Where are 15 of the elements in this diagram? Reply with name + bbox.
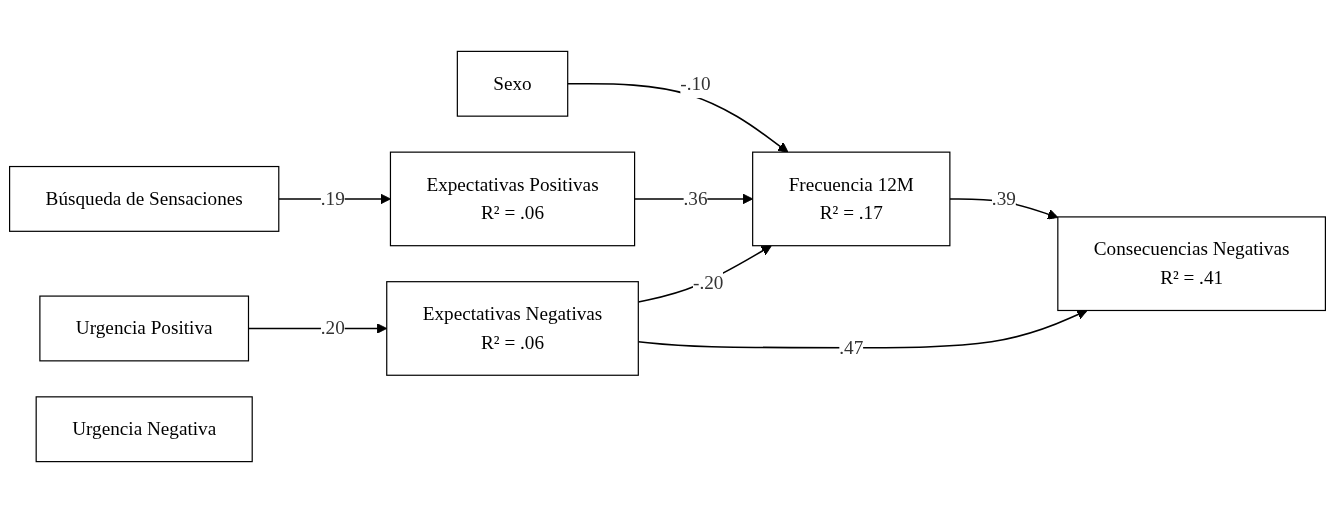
node-box: Urgencia Positiva [39, 295, 250, 362]
node-box: Búsqueda de Sensaciones [9, 165, 280, 232]
edge-label: .39 [991, 188, 1016, 209]
edge-label: .19 [320, 188, 345, 209]
edge-label: -.20 [693, 271, 724, 293]
node-box: Sexo [456, 50, 569, 117]
node-box: Expectativas Positivas R² = .06 [389, 151, 636, 247]
edge-label: -.10 [680, 72, 711, 94]
edge-label: .20 [320, 317, 345, 339]
edge-label: .36 [683, 188, 708, 209]
node-box: Expectativas Negativas R² = .06 [386, 281, 639, 376]
node-box: Consecuencias Negativas R² = .41 [1057, 216, 1326, 312]
node-box: Urgencia Negativa [35, 396, 253, 463]
node-box: Frecuencia 12M R² = .17 [752, 151, 951, 247]
edge-label: .47 [839, 336, 864, 358]
